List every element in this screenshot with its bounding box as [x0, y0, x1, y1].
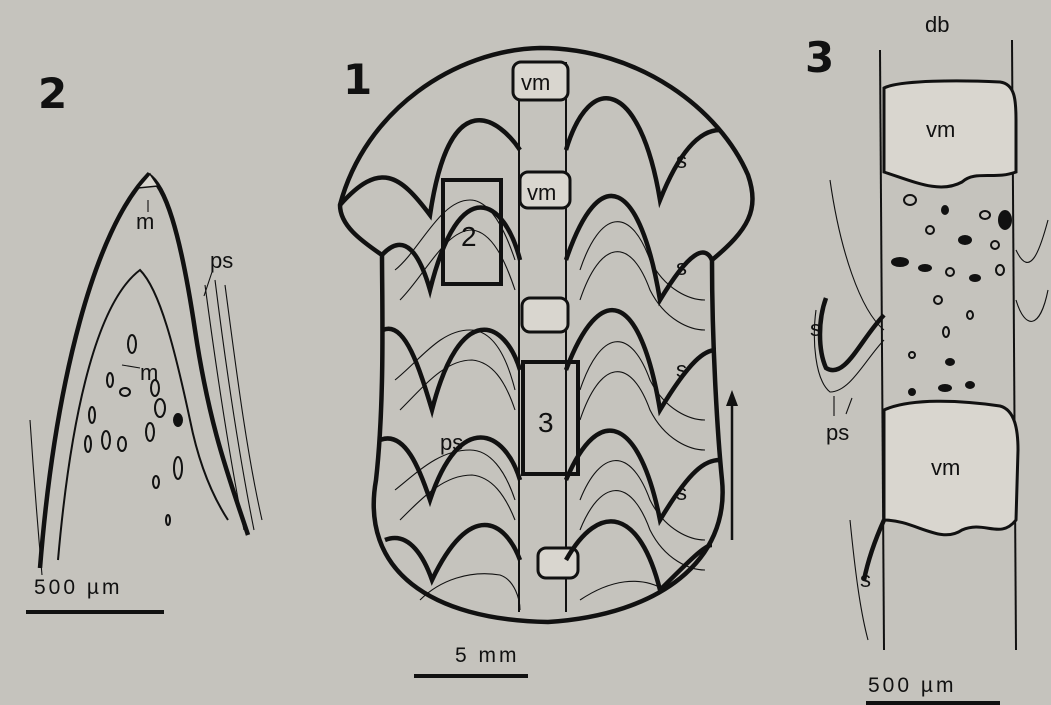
panel-3-label-db: db — [925, 12, 949, 37]
panel-2-ps-arrow — [204, 272, 212, 296]
panel-1-box-3-label: 3 — [538, 407, 554, 438]
panel-2-label-m-top: m — [136, 209, 154, 234]
panel-1-number: 1 — [343, 55, 372, 104]
panel-3-cells — [892, 195, 1011, 395]
panel-2: 2 m — [26, 69, 262, 612]
panel-1-label-vm-mid: vm — [527, 180, 556, 205]
panel-1-arrowhead — [726, 390, 738, 406]
panel-3-scale-label: 500 µm — [868, 674, 956, 697]
panel-3-label-vm-upper: vm — [926, 117, 955, 142]
panel-1-label-ps: ps — [440, 430, 463, 455]
panel-2-outer-line — [30, 420, 42, 575]
panel-3-septum-upper — [820, 298, 884, 370]
panel-3-label-vm-lower: vm — [931, 455, 960, 480]
panel-3-ps-arrow-2 — [846, 398, 852, 414]
panel-3-label-ps: ps — [826, 420, 849, 445]
panel-3-growth-line-1 — [830, 180, 884, 330]
panel-3-right-septum — [1016, 290, 1048, 321]
panel-1-vm-segment-3 — [522, 298, 568, 332]
panel-1-label-s-2: s — [676, 255, 687, 280]
panel-1-label-s-1: s — [676, 148, 687, 173]
panel-2-scale-label: 500 µm — [34, 576, 122, 599]
panel-1-label-s-4: s — [676, 480, 687, 505]
panel-2-m-marker-mid — [122, 365, 140, 368]
panel-2-number: 2 — [38, 69, 67, 118]
panel-3-ps-line-1 — [814, 310, 884, 392]
panel-1-box-2-label: 2 — [461, 221, 477, 252]
panel-1-label-vm-top: vm — [521, 70, 550, 95]
panel-1-label-s-3: s — [676, 357, 687, 382]
panel-3-label-s-lower: s — [860, 567, 871, 592]
panel-3-label-s-upper: s — [810, 316, 821, 341]
panel-1: 1 — [340, 48, 753, 676]
panel-3-number: 3 — [805, 33, 834, 82]
panel-1-scale-label: 5 mm — [455, 644, 520, 667]
panel-3-right-growth-line — [1016, 220, 1048, 262]
panel-3: 3 db — [805, 12, 1048, 703]
panel-2-label-m-mid: m — [140, 360, 158, 385]
panel-2-label-ps: ps — [210, 248, 233, 273]
panel-2-cells — [85, 335, 182, 525]
